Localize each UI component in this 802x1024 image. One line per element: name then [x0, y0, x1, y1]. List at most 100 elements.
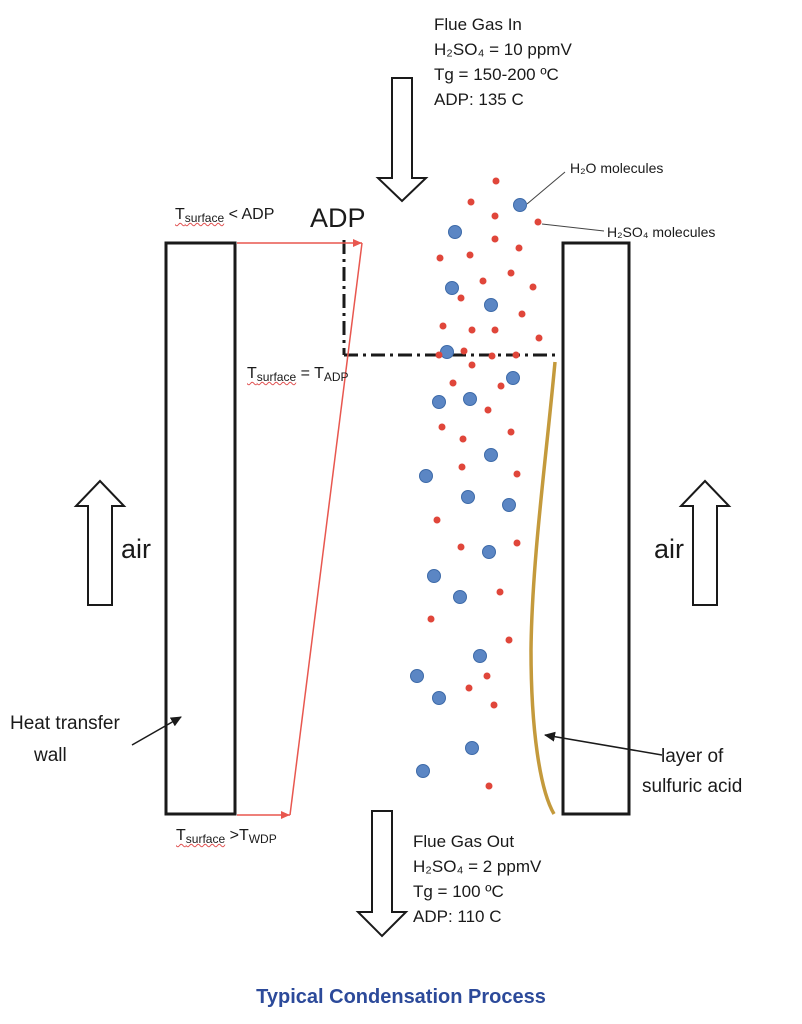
h2so4-molecule: [427, 615, 435, 623]
t-surface-bottom-label: Tsurface >TWDP: [176, 826, 277, 847]
h2o-molecule: [410, 669, 424, 683]
flue-gas-out-info: Flue Gas Out H₂SO₄ = 2 ppmV Tg = 100 ºC …: [413, 831, 541, 931]
t-symbol: T: [247, 365, 257, 382]
heat-wall-line1: Heat transfer: [10, 713, 120, 734]
h2so4-molecule: [460, 347, 468, 355]
t-symbol: T: [175, 206, 185, 223]
h2so4-molecule: [491, 212, 499, 220]
right-wall: [561, 241, 631, 816]
h2o-molecule: [465, 741, 479, 755]
t-relation: =: [296, 365, 315, 382]
flue-gas-out-arrow: [355, 810, 409, 938]
h2so4-molecule: [535, 334, 543, 342]
heat-wall-leader: [131, 716, 182, 746]
heat-transfer-wall-label: Heat transfer wall: [10, 712, 120, 768]
h2so4-molecule: [515, 244, 523, 252]
h2so4-molecule: [435, 351, 443, 359]
h2o-molecule: [419, 469, 433, 483]
h2so4-molecule: [497, 382, 505, 390]
h2so4-molecule: [496, 588, 504, 596]
h2so4-molecule: [466, 251, 474, 259]
t-surface-top-label: Tsurface < ADP: [175, 205, 274, 226]
flue-in-title: Flue Gas In: [434, 15, 522, 34]
temp-profile-line: [289, 242, 363, 816]
h2so4-molecule: [491, 326, 499, 334]
t-rhs-subscript: WDP: [248, 832, 277, 846]
h2so4-molecule: [457, 543, 465, 551]
flue-out-tg: Tg = 100 ºC: [413, 882, 504, 901]
h2so4-molecule: [485, 782, 493, 790]
h2so4-molecule: [436, 254, 444, 262]
t-subscript: surface: [185, 832, 226, 846]
h2o-molecule: [484, 448, 498, 462]
h2o-molecule: [463, 392, 477, 406]
h2so4-molecule: [518, 310, 526, 318]
h2so4-molecule: [484, 406, 492, 414]
flue-gas-in-info: Flue Gas In H₂SO₄ = 10 ppmV Tg = 150-200…: [434, 14, 572, 114]
t-rhs: T: [238, 827, 249, 844]
h2so4-molecule: [513, 470, 521, 478]
air-label-right: air: [654, 534, 685, 564]
h2so4-molecule: [465, 684, 473, 692]
sulfuric-acid-layer: [529, 361, 557, 815]
acid-line2: sulfuric acid: [642, 775, 743, 797]
h2so4-molecule: [492, 177, 500, 185]
t-relation: >: [225, 827, 239, 844]
h2o-leader-line: [526, 171, 566, 205]
h2o-molecule: [432, 691, 446, 705]
h2so4-molecule: [467, 198, 475, 206]
sulfuric-acid-label: layer of sulfuric acid: [642, 745, 742, 799]
air-label-left: air: [121, 534, 152, 564]
h2so4-molecule: [433, 516, 441, 524]
h2so4-molecule: [529, 283, 537, 291]
h2so4-molecule: [459, 435, 467, 443]
h2so4-molecule: [507, 428, 515, 436]
adp-label: ADP: [310, 203, 366, 233]
h2so4-molecule: [505, 636, 513, 644]
t-rhs: T: [314, 365, 324, 382]
t-rhs-subscript: ADP: [323, 370, 349, 384]
heat-wall-line2: wall: [34, 744, 67, 766]
h2so4-molecule: [468, 361, 476, 369]
h2so4-molecule: [488, 352, 496, 360]
h2o-molecule: [416, 764, 430, 778]
h2so4-leader-line: [541, 223, 605, 232]
h2so4-molecule: [490, 701, 498, 709]
air-arrow-left: [73, 479, 127, 606]
h2so4-molecule: [457, 294, 465, 302]
h2so4-molecule: [534, 218, 542, 226]
h2so4-molecule: [479, 277, 487, 285]
h2o-molecule: [482, 545, 496, 559]
air-arrow-right: [678, 479, 732, 606]
h2o-molecules-label: H₂O molecules: [570, 160, 664, 176]
h2so4-molecule: [458, 463, 466, 471]
t-rhs: ADP: [241, 206, 275, 223]
flue-in-adp: ADP: 135 C: [434, 90, 524, 109]
t-subscript: surface: [184, 211, 225, 225]
molecules-group: [410, 177, 543, 790]
acid-line1: layer of: [661, 746, 724, 767]
h2o-molecule: [445, 281, 459, 295]
h2so4-molecule: [438, 423, 446, 431]
t-subscript: surface: [256, 370, 297, 384]
h2o-molecule: [432, 395, 446, 409]
heat-transfer-wall: [164, 241, 237, 816]
flue-gas-in-arrow: [375, 77, 429, 203]
flue-out-adp: ADP: 110 C: [413, 907, 502, 926]
h2o-molecule: [473, 649, 487, 663]
h2o-molecule: [453, 590, 467, 604]
acid-leader: [544, 731, 663, 756]
h2so4-molecule: [507, 269, 515, 277]
t-symbol: T: [176, 827, 186, 844]
figure-caption: Typical Condensation Process: [256, 986, 546, 1008]
h2so4-molecules-label: H₂SO₄ molecules: [607, 224, 716, 240]
h2o-molecule: [484, 298, 498, 312]
h2so4-molecule: [512, 351, 520, 359]
h2so4-molecule: [491, 235, 499, 243]
h2so4-molecule: [449, 379, 457, 387]
flue-out-h2so4: H₂SO₄ = 2 ppmV: [413, 857, 542, 876]
h2o-molecule: [448, 225, 462, 239]
h2o-molecule: [513, 198, 527, 212]
